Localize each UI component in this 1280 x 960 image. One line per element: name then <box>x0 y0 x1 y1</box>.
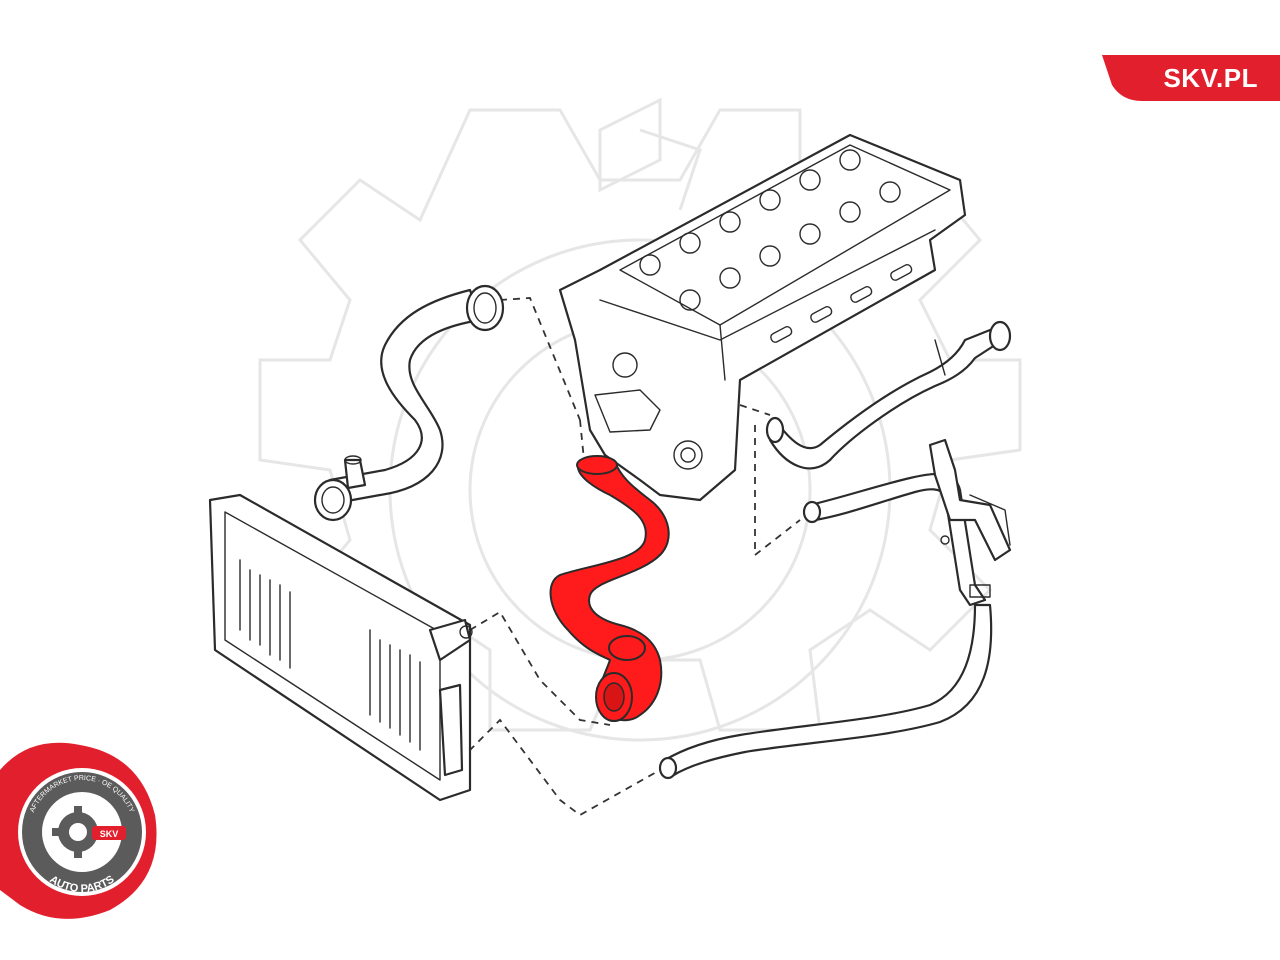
radiator-fins <box>239 559 421 751</box>
radiator <box>208 493 473 802</box>
brand-banner <box>1102 55 1280 101</box>
heater-hose-lower <box>658 438 1012 780</box>
head-bolt-slots <box>770 264 913 343</box>
seal-center-text: SKV <box>100 829 119 839</box>
skv-auto-parts-seal: SKV AFTERMARKET PRICE · OE QUALITY AUTO … <box>0 742 157 919</box>
upper-radiator-hose <box>313 284 505 522</box>
gear-icon <box>52 806 126 858</box>
heater-hose-upper <box>765 320 1012 470</box>
brand-site-label: SKV.PL <box>1163 63 1258 93</box>
highlighted-coolant-hose <box>549 455 670 722</box>
engine-cylinder-head <box>558 133 967 502</box>
cam-bearing-row <box>639 149 901 311</box>
